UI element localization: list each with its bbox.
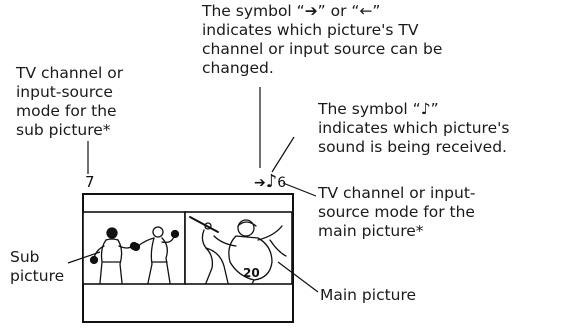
leader-lines <box>67 87 319 293</box>
music-note-icon: ♪ <box>265 171 278 192</box>
main-channel-number: 6 <box>277 175 287 191</box>
leader-sound-symbol <box>271 136 295 173</box>
leader-main-picture <box>277 261 319 293</box>
leader-main-channel <box>282 182 317 197</box>
main-picture-annotation: Main picture <box>320 286 417 304</box>
sound-symbol-annotation: The symbol “♪” indicates which picture's… <box>318 100 510 156</box>
baseball-illustration <box>189 216 287 285</box>
right-arrow-icon: ➔ <box>254 175 266 191</box>
main-channel-indicator: ➔♪6 <box>254 173 286 192</box>
leader-sub-picture <box>67 251 101 264</box>
sub-channel-annotation: TV channel or input-source mode for the … <box>16 64 124 139</box>
main-channel-annotation: TV channel or input- source mode for the… <box>318 184 476 240</box>
sub-channel-number: 7 <box>85 173 95 191</box>
sub-picture-annotation: Sub picture <box>10 248 65 285</box>
jersey-number: 20 <box>243 266 260 280</box>
symbol-arrow-annotation: The symbol “➔” or “←” indicates which pi… <box>202 2 443 77</box>
boxers-illustration <box>89 226 180 284</box>
